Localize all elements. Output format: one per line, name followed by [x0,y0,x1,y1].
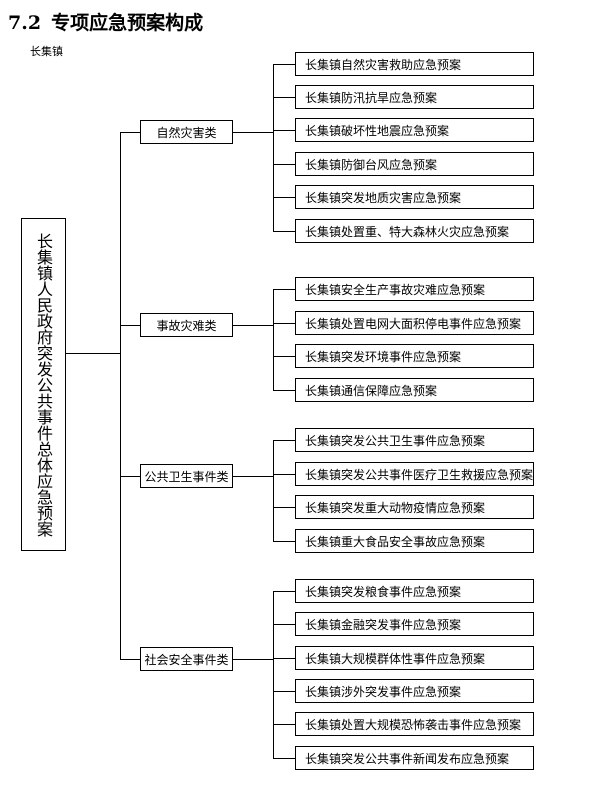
category-box: 社会安全事件类 [140,647,233,671]
section-number: 7.2 [8,12,42,34]
section-title: 专项应急预案构成 [51,12,204,34]
plan-box: 长集镇突发公共事件新闻发布应急预案 [295,746,534,770]
plan-box: 长集镇重大食品安全事故应急预案 [295,529,534,553]
category-box: 自然灾害类 [140,120,233,144]
root-plan-box: 长集镇人民政府突发公共事件总体应急预案 [21,218,66,551]
plan-box: 长集镇安全生产事故灾难应急预案 [295,277,534,301]
plan-box: 长集镇金融突发事件应急预案 [295,612,534,636]
plan-box: 长集镇突发地质灾害应急预案 [295,185,534,209]
plan-box: 长集镇处置重、特大森林火灾应急预案 [295,219,534,243]
plan-box: 长集镇自然灾害救助应急预案 [295,52,534,76]
plan-box: 长集镇突发公共卫生事件应急预案 [295,428,534,452]
plan-box: 长集镇突发重大动物疫情应急预案 [295,495,534,519]
page-title: 7.2 专项应急预案构成 [8,8,203,35]
plan-box: 长集镇破坏性地震应急预案 [295,118,534,142]
plan-box: 长集镇处置大规模恐怖袭击事件应急预案 [295,712,534,736]
plan-box: 长集镇通信保障应急预案 [295,378,534,402]
plan-box: 长集镇突发公共事件医疗卫生救援应急预案 [295,462,534,486]
organization-label: 长集镇 [30,45,63,58]
category-box: 事故灾难类 [140,313,233,337]
plan-box: 长集镇突发粮食事件应急预案 [295,579,534,603]
plan-box: 长集镇防汛抗旱应急预案 [295,85,534,109]
plan-box: 长集镇大规模群体性事件应急预案 [295,646,534,670]
plan-box: 长集镇涉外突发事件应急预案 [295,679,534,703]
category-box: 公共卫生事件类 [140,464,233,488]
plan-box: 长集镇突发环境事件应急预案 [295,344,534,368]
plan-box: 长集镇处置电网大面积停电事件应急预案 [295,311,534,335]
plan-box: 长集镇防御台风应急预案 [295,152,534,176]
